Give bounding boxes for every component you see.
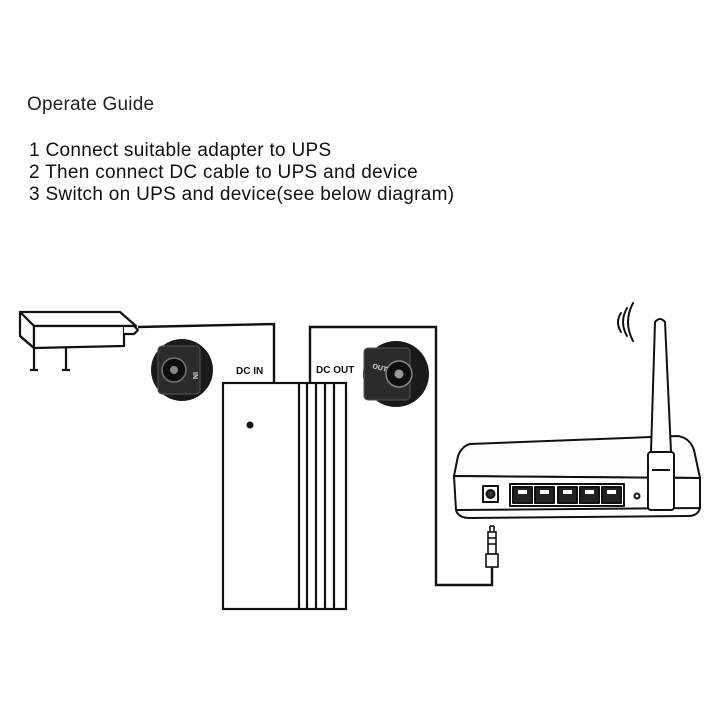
ups-indicator-light [246,421,254,429]
adapter-cable [137,322,276,383]
power-adapter [18,310,140,372]
step-2: 2 Then connect DC cable to UPS and devic… [29,162,419,183]
dc-in-label: DC IN [236,366,263,377]
steps-list: 1 Connect suitable adapter to UPS 2 Then… [29,140,454,206]
in-port-label: IN [191,372,198,379]
in-port-closeup: IN [151,339,213,401]
out-port-label: OUT [371,363,388,374]
wireless-router [453,435,701,519]
dc-out-cable [308,325,494,587]
dc-out-label: DC OUT [316,365,354,376]
wifi-signal-icon [617,302,634,342]
dc-plug [485,525,499,568]
step-3: 3 Switch on UPS and device(see below dia… [29,184,455,205]
ups-unit [221,381,348,611]
step-1: 1 Connect suitable adapter to UPS [29,140,332,161]
ethernet-port-notches [518,490,616,494]
out-port-closeup: OUT [363,341,429,407]
guide-title: Operate Guide [27,94,155,115]
router-antenna [647,318,675,511]
